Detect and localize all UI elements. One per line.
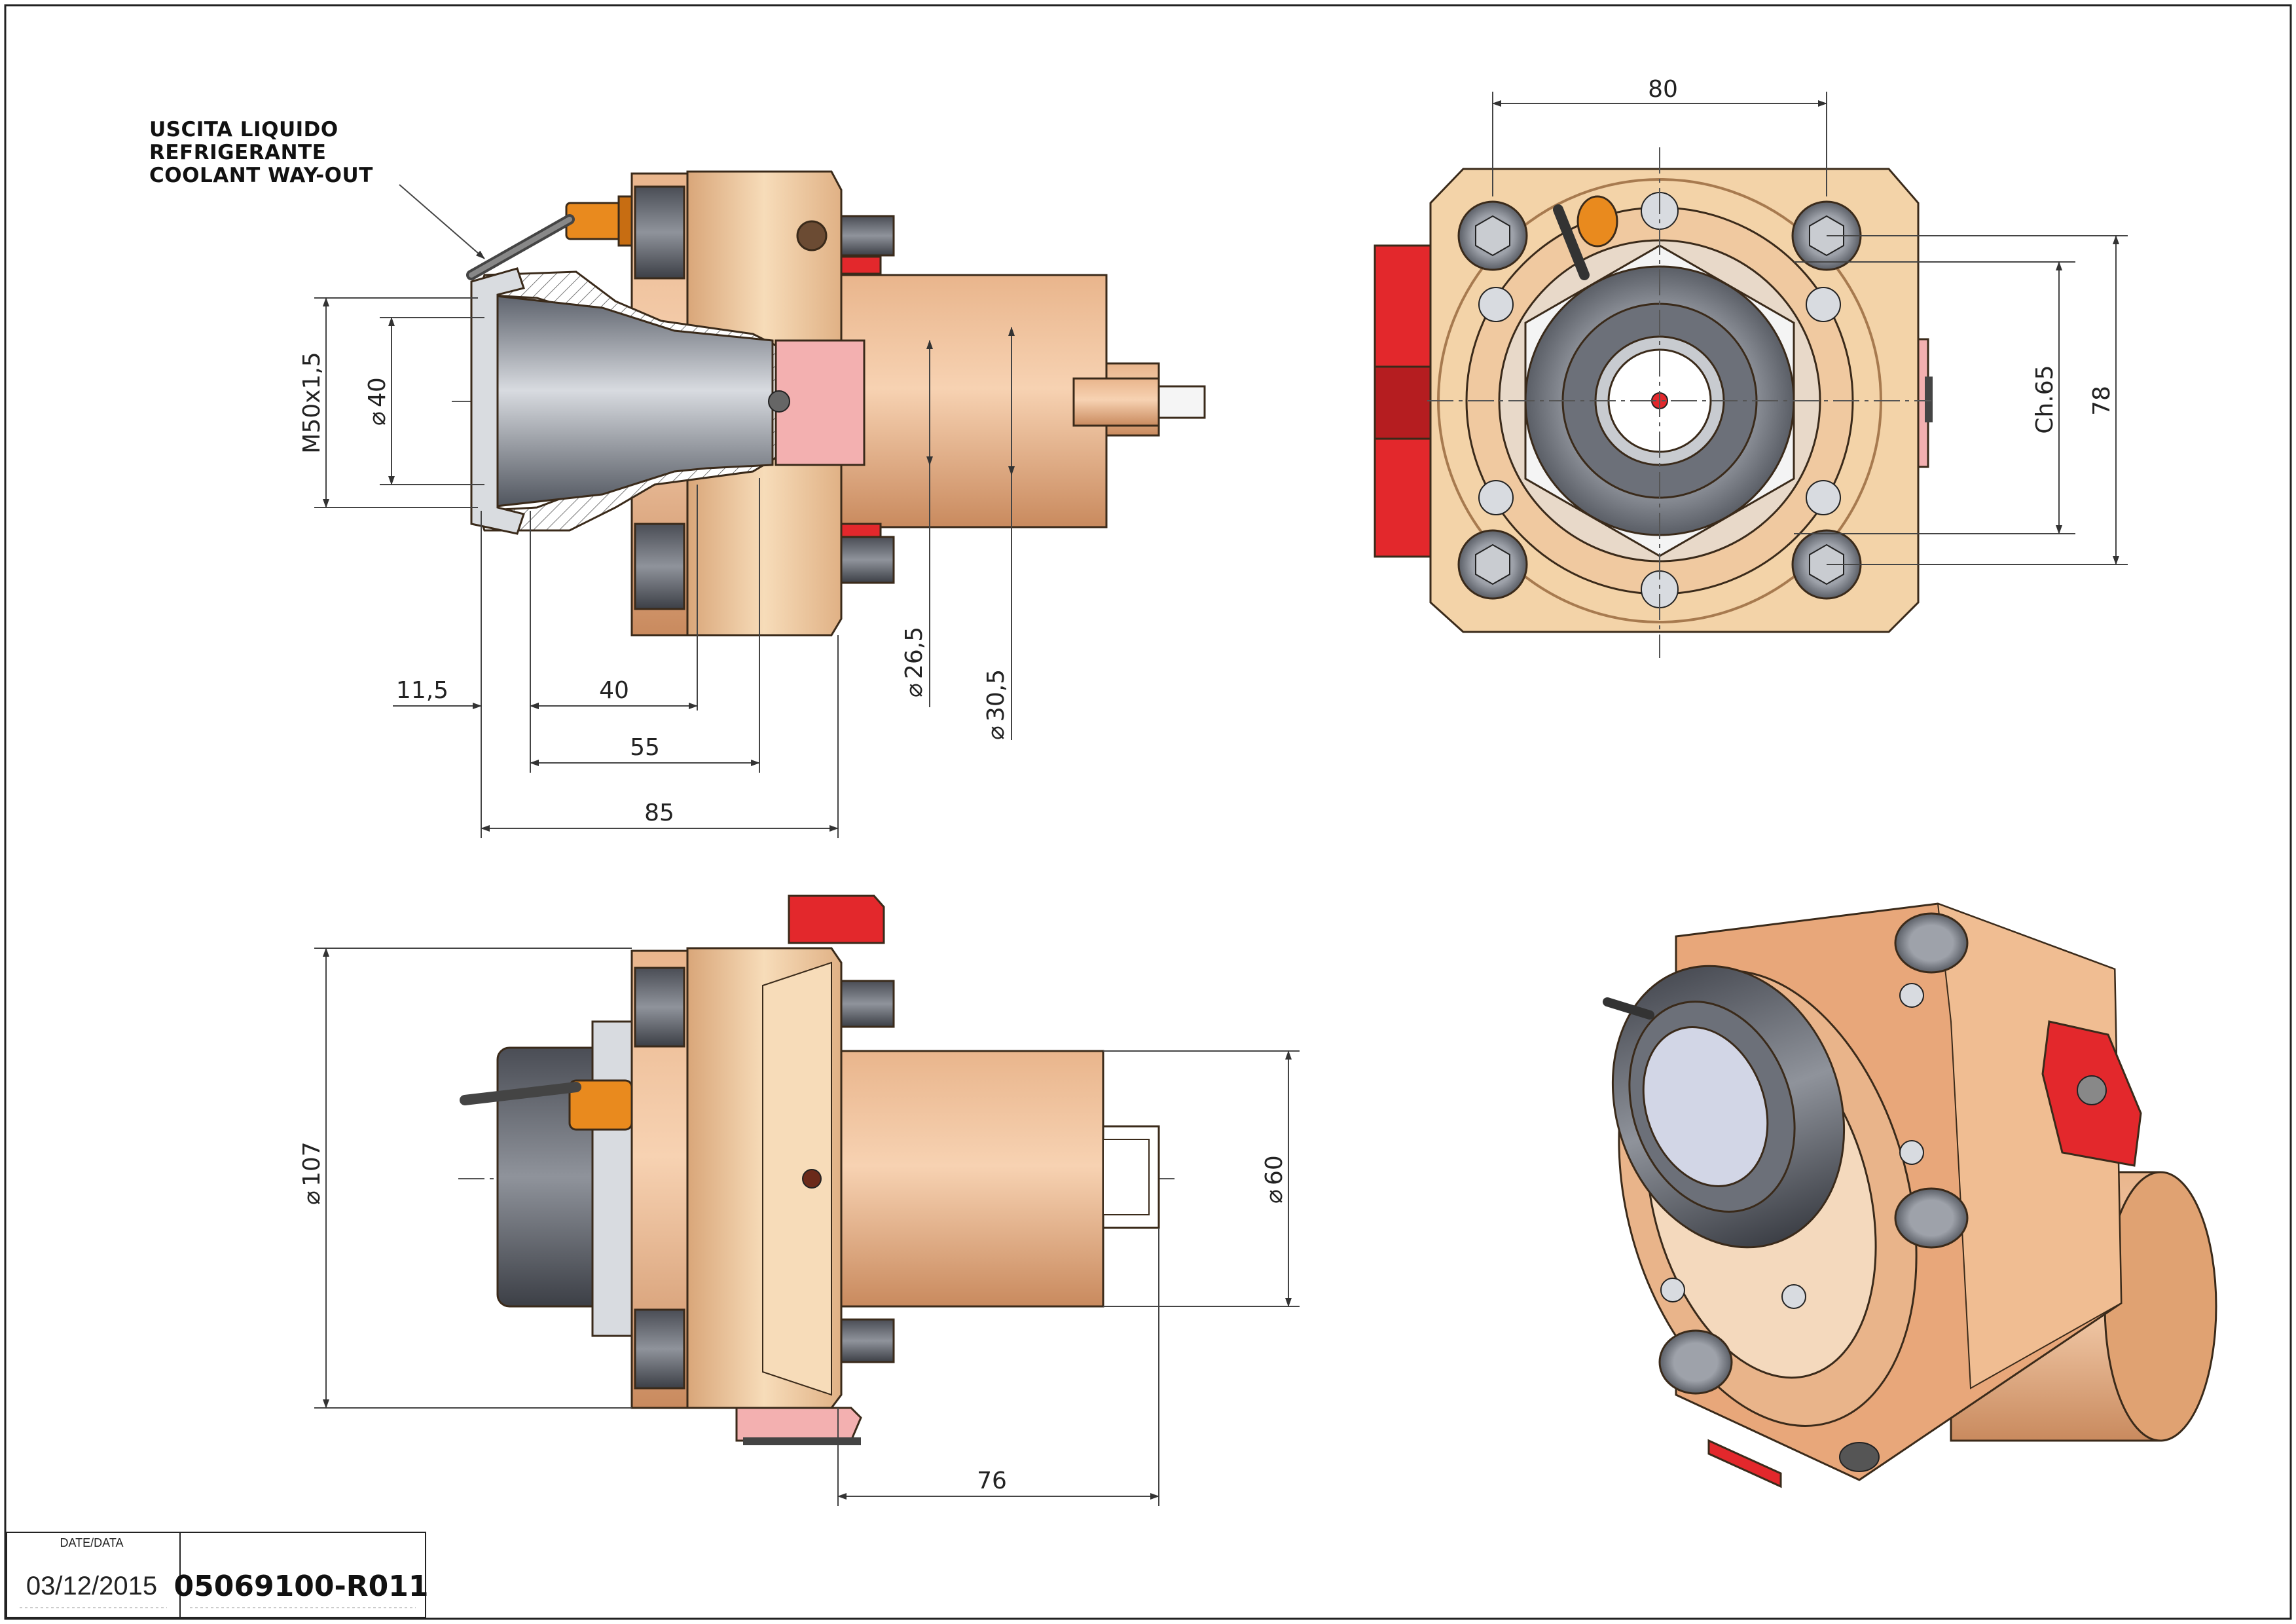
drawing-date: 03/12/2015 xyxy=(26,1572,157,1600)
dim-78: 78 xyxy=(2088,386,2115,416)
iso-bolts xyxy=(1658,912,1969,1395)
small-screws xyxy=(1478,192,1841,608)
date-label: DATE/DATA xyxy=(60,1536,123,1549)
drawing-code: 05069100-R011 xyxy=(174,1570,429,1603)
dim-dia60: 60 xyxy=(1261,1155,1288,1185)
front-view: 80 Ch.65 78 xyxy=(1374,76,2128,658)
callout-line-2: REFRIGERANTE xyxy=(149,141,326,164)
bolt-top-left-icon xyxy=(1457,200,1528,271)
svg-text:⌀: ⌀ xyxy=(901,683,928,697)
side-view: ⌀ 107 ⌀ 60 76 xyxy=(299,895,1300,1506)
svg-text:⌀: ⌀ xyxy=(299,1190,325,1205)
dim-80: 80 xyxy=(1648,76,1678,103)
svg-text:⌀: ⌀ xyxy=(1261,1189,1288,1204)
section-view: USCITA LIQUIDO REFRIGERANTE COOLANT WAY-… xyxy=(149,118,1206,838)
side-body xyxy=(837,1050,1104,1308)
callout-line-1: USCITA LIQUIDO xyxy=(149,118,338,141)
dim-dia107: 107 xyxy=(299,1141,325,1187)
red-top-tab xyxy=(788,895,885,944)
svg-text:⌀: ⌀ xyxy=(983,726,1010,740)
main-body xyxy=(830,274,1108,528)
dim-dia40: 40 xyxy=(364,377,391,407)
dim-40: 40 xyxy=(599,677,629,704)
collet xyxy=(483,293,774,509)
dim-thread: M50x1,5 xyxy=(299,352,325,453)
isometric-view xyxy=(1603,902,2217,1488)
callout-line-3: COOLANT WAY-OUT xyxy=(149,164,373,187)
dim-55: 55 xyxy=(630,734,660,761)
dim-11-5: 11,5 xyxy=(396,677,448,704)
bolt-bottom-left-icon xyxy=(1457,529,1528,600)
dim-dia40-symbol: ⌀ xyxy=(364,411,391,426)
dim-dia30-5: 30,5 xyxy=(983,669,1010,722)
dim-dia26-5: 26,5 xyxy=(901,627,928,679)
title-block: DATE/DATA 03/12/2015 05069100-R011 xyxy=(6,1532,429,1618)
dim-76: 76 xyxy=(977,1467,1007,1494)
sheet-border xyxy=(4,4,2292,1620)
dim-ch65: Ch.65 xyxy=(2032,365,2058,434)
dim-85: 85 xyxy=(644,800,674,826)
front-coolant-nozzle xyxy=(1576,195,1618,248)
